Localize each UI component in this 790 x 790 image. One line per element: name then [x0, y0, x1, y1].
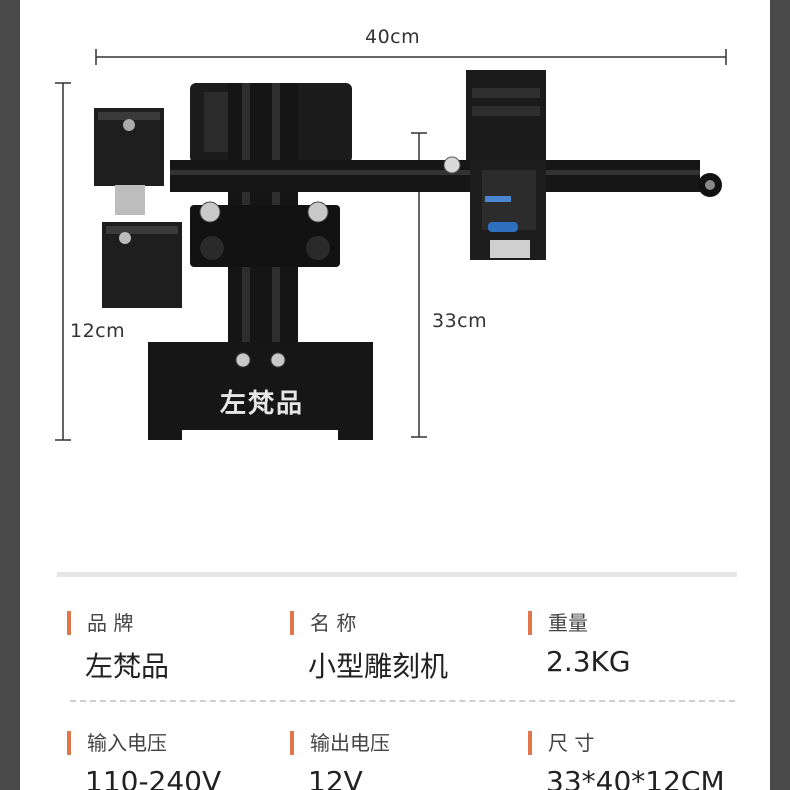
product-detail-card: 左梵品 40cm 12cm 33cm 品 牌 左梵品 名 称 小型雕刻机 重量 … [20, 0, 770, 790]
base-brand-text: 左梵品 [220, 389, 305, 419]
accent-bar [67, 611, 71, 635]
laser-module [466, 70, 546, 260]
spec-value: 110-240V [85, 765, 222, 790]
spec-value: 2.3KG [546, 645, 631, 678]
accent-bar [528, 611, 532, 635]
spec-label: 名 称 [310, 611, 357, 635]
depth-dimension-label: 33cm [432, 310, 488, 332]
stepper-motor-bottom [102, 222, 182, 308]
spec-row-divider [70, 700, 735, 702]
spec-value: 左梵品 [85, 650, 170, 683]
spec-value: 小型雕刻机 [308, 650, 449, 683]
width-dimension-line [95, 49, 727, 65]
section-divider [57, 572, 737, 577]
spec-label: 输出电压 [310, 731, 390, 755]
accent-bar [528, 731, 532, 755]
spec-value: 33*40*12CM [546, 765, 725, 790]
stepper-motor-top [94, 108, 164, 215]
height-dimension-label: 12cm [70, 320, 126, 342]
x-axis-rail [170, 160, 700, 192]
width-dimension-label: 40cm [365, 26, 421, 48]
height-dimension-line [55, 82, 71, 441]
spec-label: 尺 寸 [548, 731, 595, 755]
accent-bar [67, 731, 71, 755]
spec-label: 品 牌 [87, 611, 134, 635]
spec-label: 重量 [548, 611, 588, 635]
spec-label: 输入电压 [87, 731, 167, 755]
front-stand-plate [148, 342, 373, 440]
engraver-machine-illustration [55, 49, 727, 441]
accent-bar [290, 731, 294, 755]
y-carriage [190, 201, 340, 267]
accent-bar [290, 611, 294, 635]
spec-value: 12V [308, 765, 363, 790]
